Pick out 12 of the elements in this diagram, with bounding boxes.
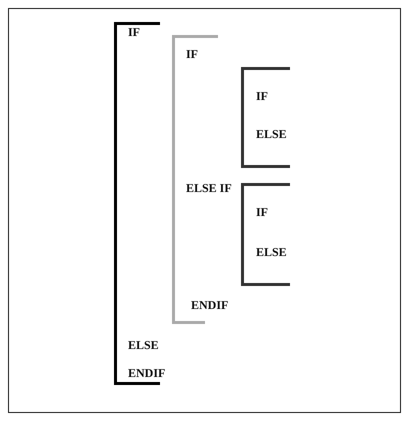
keyword-label: IF — [186, 47, 198, 61]
keyword-label: ENDIF — [191, 298, 228, 312]
keyword-label: IF — [256, 89, 268, 103]
keyword-label: IF — [128, 25, 140, 39]
bracket — [241, 67, 292, 168]
keyword-label: ELSE — [128, 338, 159, 352]
keyword-label: ENDIF — [128, 366, 166, 380]
keyword-label: ELSE IF — [186, 181, 232, 195]
keyword-label: ELSE — [256, 127, 287, 141]
keyword-label: ELSE — [256, 245, 287, 259]
keyword-label: IF — [256, 205, 268, 219]
bracket — [241, 183, 292, 286]
